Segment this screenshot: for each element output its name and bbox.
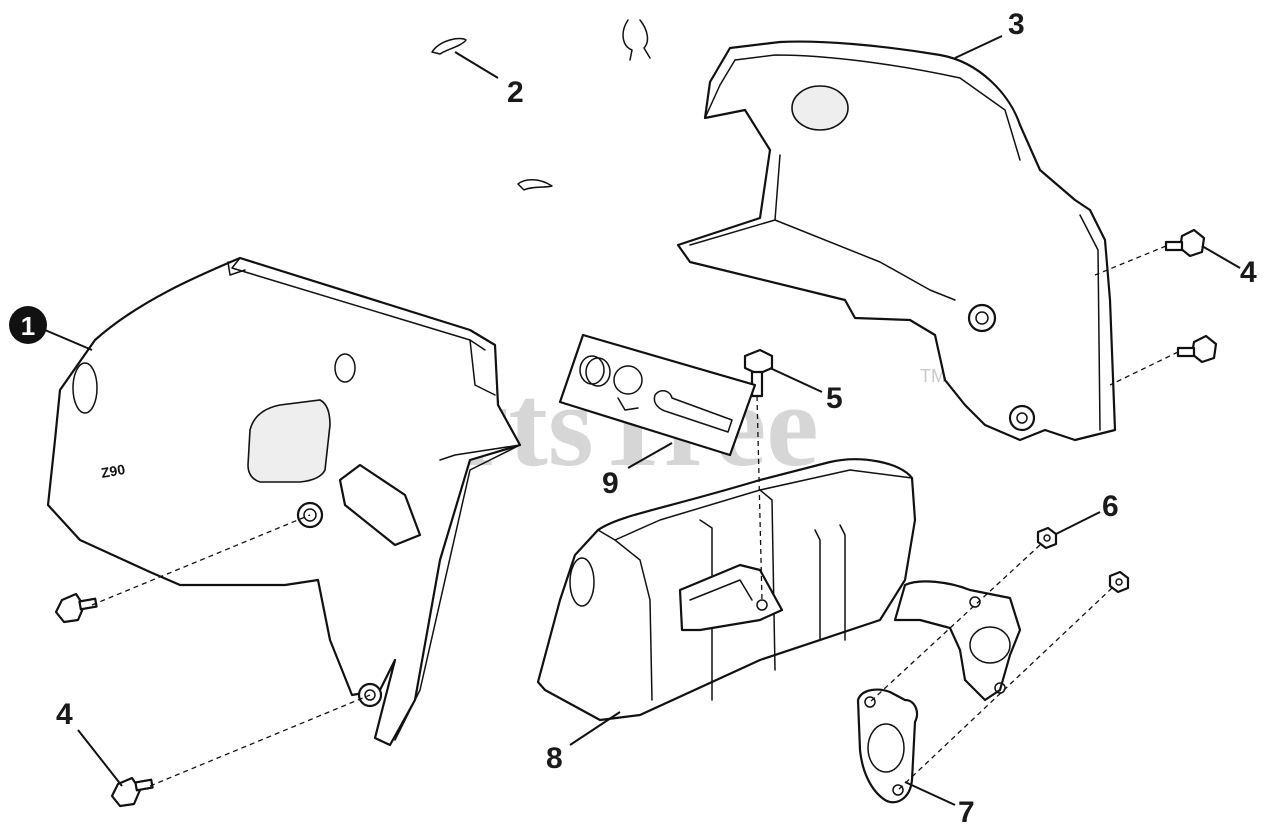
callout-7: 7 — [958, 796, 975, 829]
callout-8: 8 — [546, 742, 563, 775]
callout-label: 1 — [21, 311, 35, 341]
callout-1: 1 — [9, 306, 47, 344]
assembly-lines — [91, 245, 1179, 791]
watermark-trademark: TM — [920, 366, 946, 386]
callout-5: 5 — [826, 382, 843, 415]
part-bolt[interactable] — [1164, 228, 1206, 258]
part-bolt[interactable] — [1176, 334, 1218, 364]
part-gasket[interactable] — [856, 688, 919, 804]
part-bolt[interactable] — [110, 776, 154, 808]
callout-4-right: 4 — [1240, 256, 1257, 289]
part-clips[interactable] — [431, 19, 651, 191]
part-kit-box[interactable] — [558, 333, 757, 457]
part-heat-shield-right[interactable] — [676, 40, 1117, 442]
part-nut[interactable] — [1108, 570, 1130, 594]
callout-6: 6 — [1102, 490, 1119, 523]
part-marking: Z90 — [100, 461, 127, 481]
part-bolt[interactable] — [54, 592, 98, 624]
callout-4-left: 4 — [56, 698, 73, 731]
callout-2: 2 — [507, 76, 524, 109]
callout-3: 3 — [1008, 8, 1025, 41]
part-muffler[interactable] — [536, 458, 1022, 722]
leader-lines — [44, 35, 1241, 806]
callout-9: 9 — [602, 467, 619, 500]
part-heat-shield-left[interactable]: Z90 — [46, 256, 522, 747]
part-nut[interactable] — [1036, 526, 1058, 550]
